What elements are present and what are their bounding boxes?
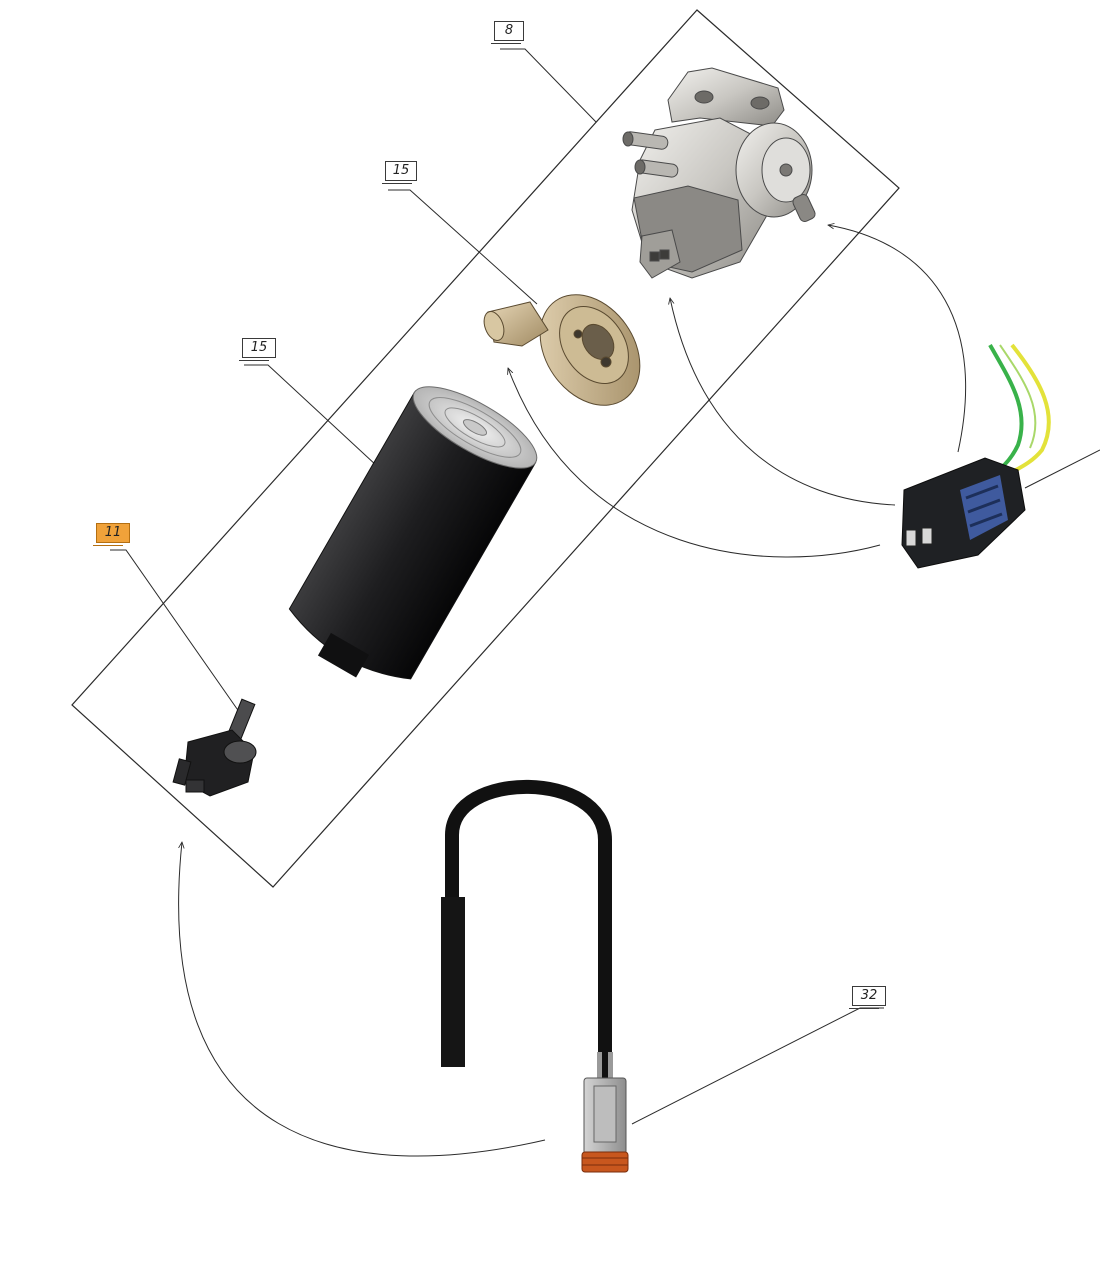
callout-8[interactable]: 8 <box>491 21 524 44</box>
fuel-filter-cartridge-icon[interactable] <box>276 372 547 702</box>
leader-line-15-mid <box>244 364 378 467</box>
callout-11[interactable]: 11 <box>93 523 130 546</box>
cable-connector-icon[interactable] <box>441 779 629 1173</box>
arrow-to-water-sensor <box>178 842 546 1157</box>
water-sensor-icon[interactable] <box>172 698 257 797</box>
filter-adapter-icon[interactable] <box>480 276 660 425</box>
leader-line-32 <box>631 1007 884 1125</box>
callout-15-mid[interactable]: 15 <box>239 338 276 361</box>
leader-line-15-top <box>388 189 538 305</box>
arrow-to-adapter <box>508 368 881 558</box>
connection-arrows <box>178 225 967 1157</box>
leader-line-11 <box>110 549 243 717</box>
arrow-to-pump-base <box>670 298 896 506</box>
arrow-to-pump <box>828 225 967 453</box>
leader-line-8 <box>500 48 597 123</box>
assembly-outline <box>71 9 900 888</box>
wire-harness-connector-icon[interactable] <box>901 343 1051 569</box>
callout-15-top[interactable]: 15 <box>382 161 417 184</box>
callout-32[interactable]: 32 <box>849 986 886 1009</box>
fuel-pump-housing-icon[interactable] <box>622 67 817 279</box>
leader-line-wire-harness <box>1024 449 1100 489</box>
